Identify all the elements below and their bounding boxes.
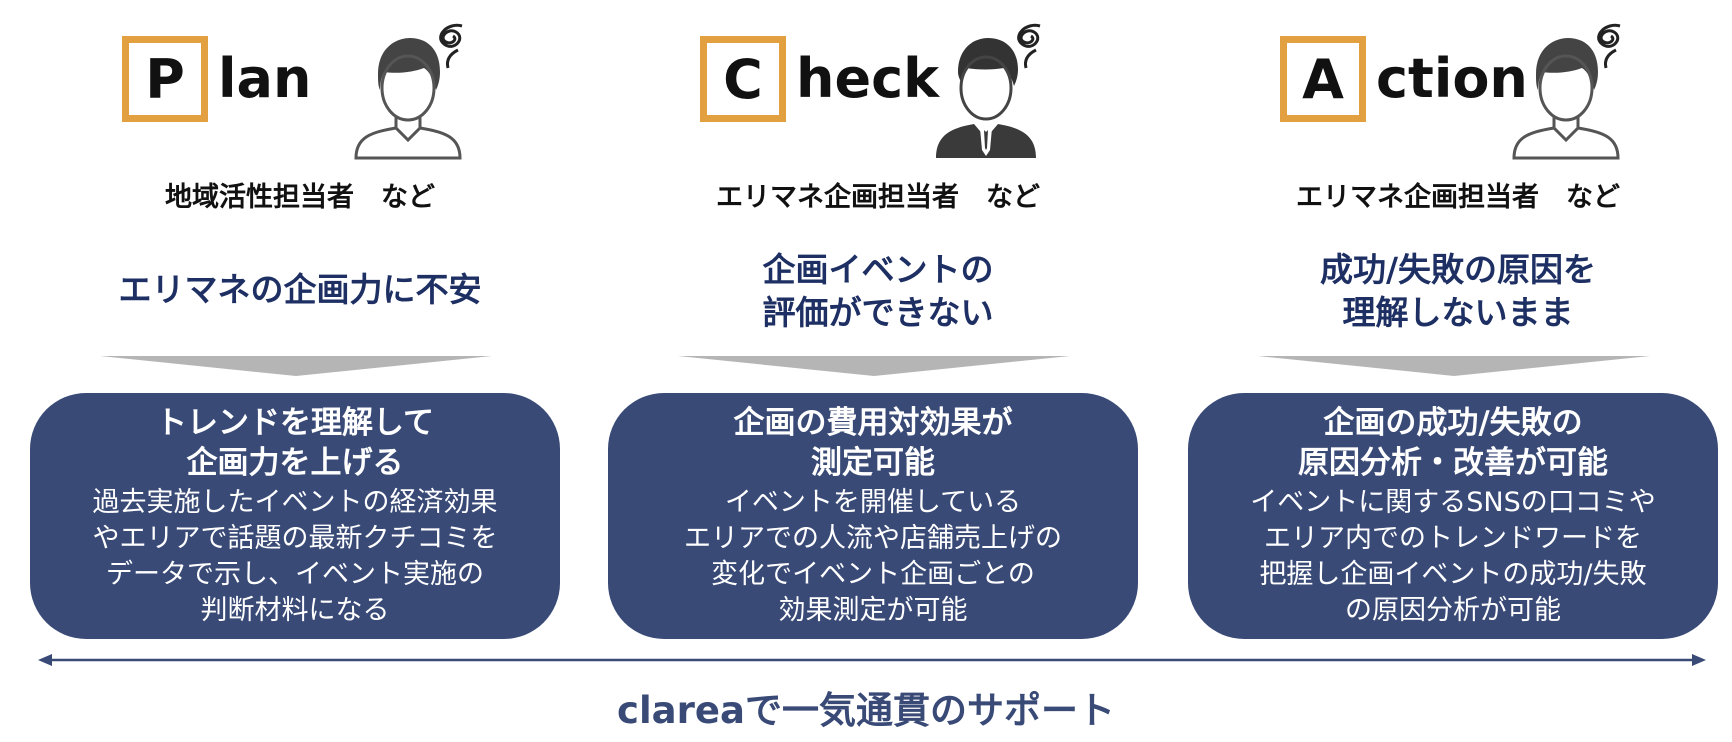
person-suit-icon [936, 23, 1041, 158]
solution-title-line: 測定可能 [811, 445, 935, 481]
phase-word-rest: ction [1376, 47, 1528, 110]
role-label: エリマネ企画担当者 など [1296, 182, 1620, 213]
down-arrow-shape [678, 356, 1070, 376]
solution-desc-line: 過去実施したイベントの経済効果 [92, 487, 498, 518]
solution-title-line: 企画の費用対効果が [733, 405, 1013, 441]
support-caption: clareaで一気通貫のサポート [617, 689, 1115, 732]
solution-desc-line: の原因分析が可能 [1345, 595, 1561, 626]
solution-box: トレンドを理解して 企画力を上げる 過去実施したイベントの経済効果 やエリアで話… [30, 393, 560, 639]
solution-title-line: 企画力を上げる [186, 445, 404, 481]
problem-line: 理解しないまま [1342, 293, 1574, 332]
phase-letter-box: C [700, 36, 786, 122]
solution-box: 企画の費用対効果が 測定可能 イベントを開催している エリアでの人流や店舗売上げ… [608, 393, 1138, 639]
action-column: A ction エリマネ企画担当者 など 成功/失敗の原因を 理解しないまま 企… [1188, 0, 1728, 650]
phase-heading-check: C heck [700, 36, 940, 126]
solution-desc-line: やエリアで話題の最新クチコミを [92, 523, 498, 554]
person-casual-icon [354, 23, 463, 160]
problem-line: 評価ができない [762, 293, 994, 332]
problem-statement: 成功/失敗の原因を 理解しないまま [1188, 248, 1728, 334]
phase-heading-plan: P lan [122, 36, 362, 126]
down-arrow-shape [100, 356, 492, 376]
solution-box: 企画の成功/失敗の 原因分析・改善が可能 イベントに関するSNSの口コミや エリ… [1188, 393, 1718, 639]
solution-desc-line: エリア内でのトレンドワードを [1264, 523, 1642, 554]
plan-column: P lan 地域活性担当者 など エリマネの企画力に不安 トレンドを理解して 企… [30, 0, 570, 650]
problem-line: エリマネの企画力に不安 [118, 270, 482, 309]
solution-desc-line: データで示し、イベント実施の [106, 559, 484, 590]
solution-desc-line: 効果測定が可能 [778, 595, 968, 626]
solution-desc-line: イベントに関するSNSの口コミや [1250, 487, 1656, 518]
solution-title-line: トレンドを理解して [155, 405, 435, 441]
role-label: 地域活性担当者 など [165, 182, 435, 213]
solution-desc-line: 把握し企画イベントの成功/失敗 [1259, 559, 1647, 590]
double-arrow-icon [38, 654, 1706, 666]
solution-desc-line: 変化でイベント企画ごとの [711, 559, 1035, 590]
phase-heading-action: A ction [1280, 36, 1528, 126]
phase-word-rest: lan [218, 47, 312, 110]
problem-line: 企画イベントの [762, 250, 994, 289]
solution-title-line: 原因分析・改善が可能 [1298, 445, 1608, 481]
solution-desc-line: イベントを開催している [724, 487, 1022, 518]
solution-desc-line: エリアでの人流や店舗売上げの [684, 523, 1062, 554]
problem-statement: 企画イベントの 評価ができない [608, 248, 1148, 334]
solution-title-line: 企画の成功/失敗の [1323, 405, 1583, 441]
problem-statement: エリマネの企画力に不安 [30, 268, 570, 311]
down-arrow-shape [1258, 356, 1650, 376]
phase-word-rest: heck [796, 47, 939, 110]
solution-desc-line: 判断材料になる [200, 595, 390, 626]
person-casual-icon [1512, 23, 1621, 160]
phase-letter-box: A [1280, 36, 1366, 122]
problem-line: 成功/失敗の原因を [1319, 250, 1597, 289]
phase-letter-box: P [122, 36, 208, 122]
role-label: エリマネ企画担当者 など [716, 182, 1040, 213]
check-column: C heck エリマネ企画担当者 など 企画イベントの 評価ができない 企画の費… [608, 0, 1148, 650]
